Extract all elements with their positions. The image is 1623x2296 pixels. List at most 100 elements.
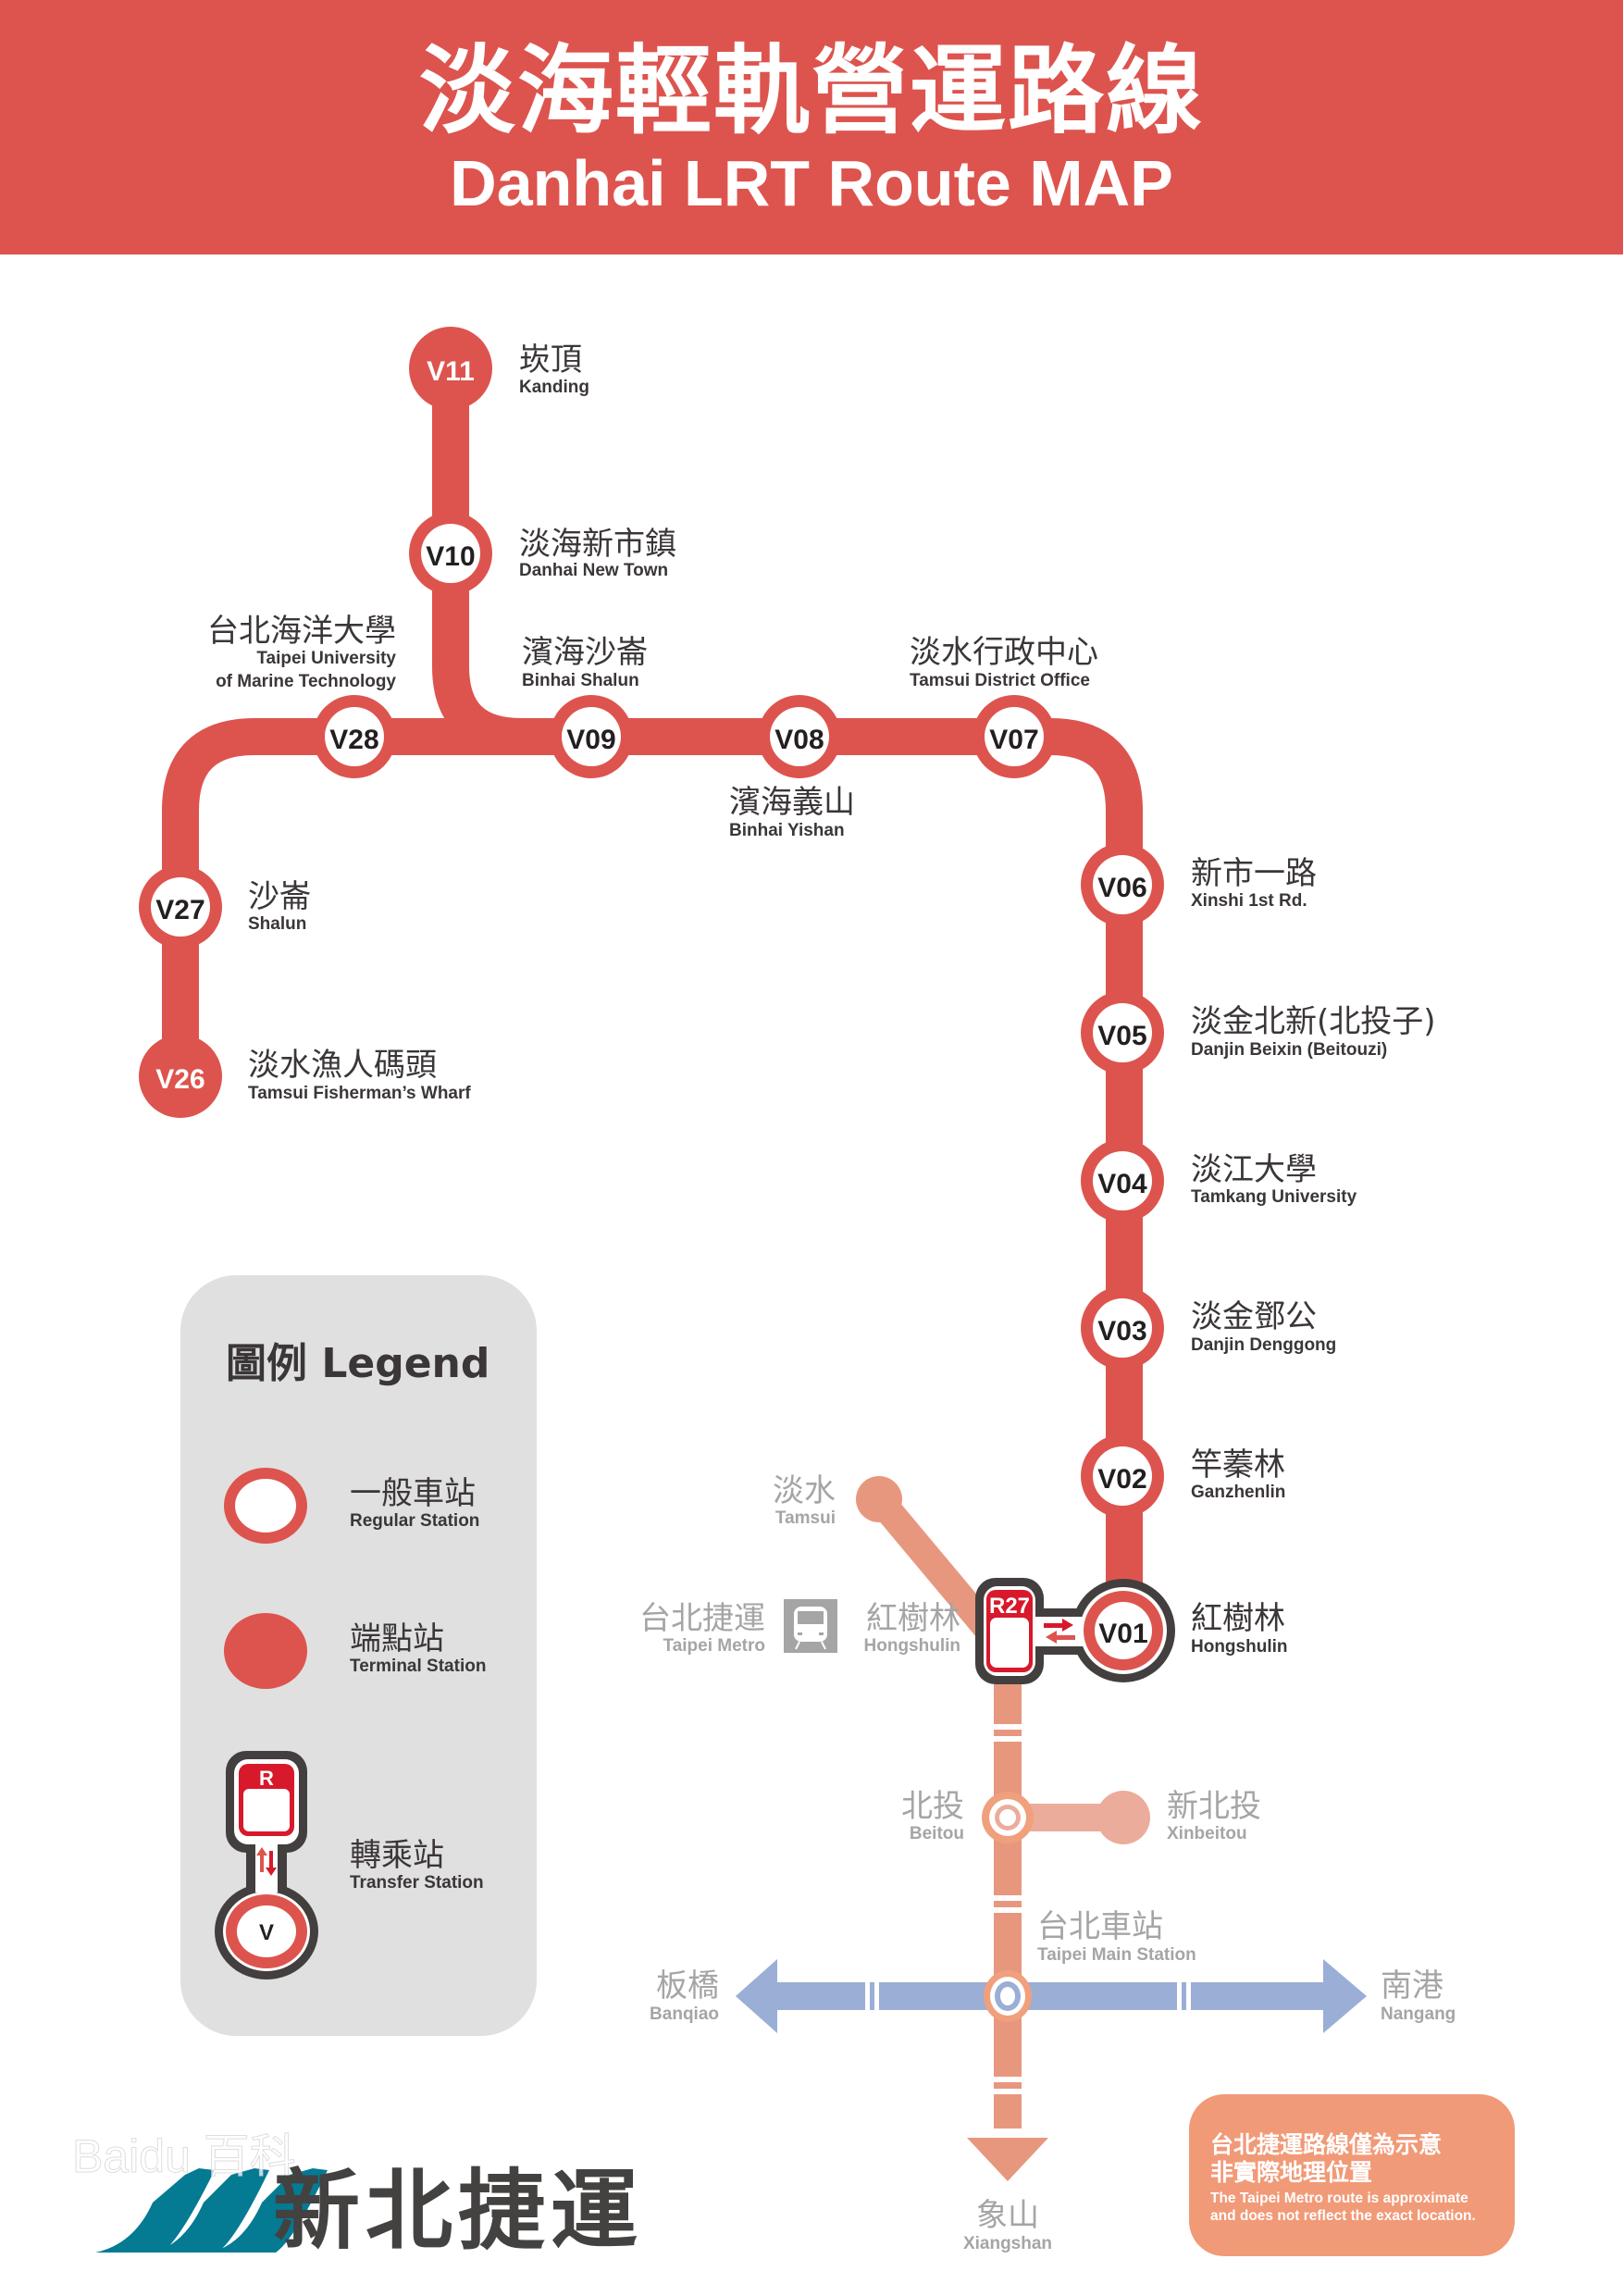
- station-code: V07: [989, 725, 1038, 755]
- station-label-en: Binhai Yishan: [729, 821, 845, 840]
- station-label-zh: 淡海新市鎮: [519, 526, 676, 563]
- station-label-en: Danjin Beixin (Beitouzi): [1191, 1040, 1387, 1060]
- line-break-mark: [994, 2077, 1022, 2082]
- metro-label-en: Tamsui: [775, 1508, 836, 1528]
- legend-regular-icon: [224, 1468, 307, 1544]
- station-label-zh: 淡水行政中心: [910, 634, 1098, 671]
- station-v10[interactable]: V10: [409, 512, 492, 595]
- station-label-en: Danjin Denggong: [1191, 1335, 1336, 1355]
- metro-line-red: [994, 1684, 1022, 2128]
- metro-label-en: Xiangshan: [963, 2234, 1052, 2253]
- arrow-down-icon: [967, 2138, 1048, 2181]
- note-en-line2: and does not reflect the exact location.: [1210, 2208, 1476, 2224]
- note-en-line1: The Taipei Metro route is approximate: [1210, 2191, 1468, 2206]
- station-label-en-line2: of Marine Technology: [216, 672, 396, 691]
- station-code: V28: [329, 725, 378, 755]
- station-label-en: Tamsui District Office: [910, 671, 1090, 690]
- station-code: V27: [155, 895, 204, 925]
- station-label-zh: 濱海沙崙: [522, 634, 648, 671]
- station-code: V11: [427, 356, 475, 387]
- lrt-stations: V10 V28 V09 V08 V07 V27: [139, 327, 1175, 1684]
- station-v03[interactable]: V03: [1081, 1286, 1164, 1370]
- station-code: V08: [774, 725, 824, 755]
- station-label-en: Hongshulin: [1191, 1637, 1287, 1657]
- metro-label-en: Xinbeitou: [1167, 1824, 1247, 1843]
- arrow-left-icon: [736, 1959, 777, 2033]
- legend-label-zh: 一般車站: [350, 1475, 476, 1512]
- page-title-zh: 淡海輕軌營運路線: [418, 34, 1204, 147]
- station-v01-transfer[interactable]: R27 V01: [975, 1578, 1175, 1684]
- note-zh-line1: 台北捷運路線僅為示意: [1210, 2131, 1443, 2158]
- line-break-mark: [1177, 1982, 1182, 2010]
- station-v07[interactable]: V07: [973, 695, 1056, 778]
- station-v27[interactable]: V27: [139, 865, 222, 949]
- line-break-mark: [1186, 1982, 1191, 2010]
- station-code: V02: [1097, 1464, 1146, 1495]
- station-v02[interactable]: V02: [1081, 1434, 1164, 1518]
- station-label-en: Kanding: [519, 378, 589, 397]
- metro-transfer-label-zh: 紅樹林: [866, 1600, 960, 1637]
- metro-system-en: Taipei Metro: [663, 1636, 766, 1656]
- station-code: V26: [155, 1064, 204, 1095]
- legend-label-en: Regular Station: [350, 1511, 479, 1531]
- station-v06[interactable]: V06: [1081, 843, 1164, 926]
- legend-v-label: V: [259, 1920, 274, 1945]
- metro-terminal-tamsui: [856, 1476, 902, 1522]
- line-break-mark: [994, 2089, 1022, 2094]
- metro-label-en: Banqiao: [650, 2004, 719, 2024]
- line-break-mark: [994, 1736, 1022, 1742]
- station-code: V06: [1097, 873, 1146, 903]
- line-break-mark: [994, 1907, 1022, 1913]
- metro-label-zh: 台北車站: [1037, 1908, 1163, 1945]
- station-label-zh: 台北海洋大學: [207, 613, 396, 650]
- station-code: V09: [566, 725, 615, 755]
- metro-label-en: Nangang: [1381, 2004, 1456, 2024]
- metro-label-zh: 北投: [901, 1788, 964, 1825]
- metro-station-code: R27: [989, 1594, 1030, 1619]
- metro-label-zh: 新北投: [1167, 1788, 1261, 1825]
- metro-lines: [736, 1476, 1367, 2181]
- brand-logo-icon: [95, 2168, 328, 2253]
- station-label-zh: 崁頂: [519, 341, 582, 379]
- station-label-zh: 紅樹林: [1191, 1600, 1285, 1637]
- station-label-zh: 淡金鄧公: [1191, 1298, 1317, 1335]
- station-v11-terminal[interactable]: V11: [409, 327, 492, 410]
- station-code: V10: [426, 541, 475, 572]
- station-label-zh: 淡水漁人碼頭: [248, 1047, 437, 1084]
- legend-label-en: Transfer Station: [350, 1873, 484, 1893]
- station-label-en: Taipei University: [256, 649, 396, 668]
- legend-terminal-icon: [224, 1613, 307, 1689]
- metro-label-zh: 南港: [1381, 1967, 1443, 2004]
- line-break-mark: [874, 1982, 879, 2010]
- metro-terminal-xinbeitou: [1096, 1791, 1150, 1844]
- lrt-segment-main: [162, 718, 1143, 1629]
- station-label-zh: 新市一路: [1191, 855, 1317, 892]
- transfer-arrows-icon: [1044, 1619, 1075, 1644]
- station-label-en: Xinshi 1st Rd.: [1191, 891, 1307, 911]
- station-label-zh: 淡江大學: [1191, 1151, 1317, 1188]
- station-code: V03: [1097, 1316, 1146, 1347]
- station-v28[interactable]: V28: [313, 695, 396, 778]
- page-title-en: Danhai LRT Route MAP: [450, 147, 1173, 219]
- station-v26-terminal[interactable]: V26: [139, 1035, 222, 1118]
- station-label-zh: 濱海義山: [729, 784, 855, 821]
- station-v09[interactable]: V09: [550, 695, 633, 778]
- brand-name: 新北捷運: [273, 2161, 644, 2262]
- metro-label-zh: 板橋: [656, 1967, 719, 2004]
- station-label-zh: 竿蓁林: [1191, 1446, 1285, 1483]
- line-break-mark: [994, 1895, 1022, 1901]
- legend-title: 圖例 Legend: [226, 1340, 489, 1387]
- watermark: Baidu 百科: [72, 2130, 297, 2183]
- metro-transfer-label-en: Hongshulin: [864, 1636, 960, 1656]
- station-code: V04: [1097, 1169, 1147, 1199]
- station-label-en: Ganzhenlin: [1191, 1483, 1285, 1502]
- station-v08[interactable]: V08: [758, 695, 841, 778]
- arrow-right-icon: [1323, 1959, 1367, 2033]
- metro-label-zh: 象山: [976, 2197, 1039, 2234]
- line-break-mark: [994, 1724, 1022, 1730]
- station-v05[interactable]: V05: [1081, 991, 1164, 1074]
- legend-r-label: R: [259, 1767, 274, 1790]
- disclaimer-note: 台北捷運路線僅為示意 非實際地理位置 The Taipei Metro rout…: [1189, 2094, 1515, 2256]
- station-code: V05: [1097, 1021, 1146, 1051]
- station-v04[interactable]: V04: [1081, 1139, 1164, 1222]
